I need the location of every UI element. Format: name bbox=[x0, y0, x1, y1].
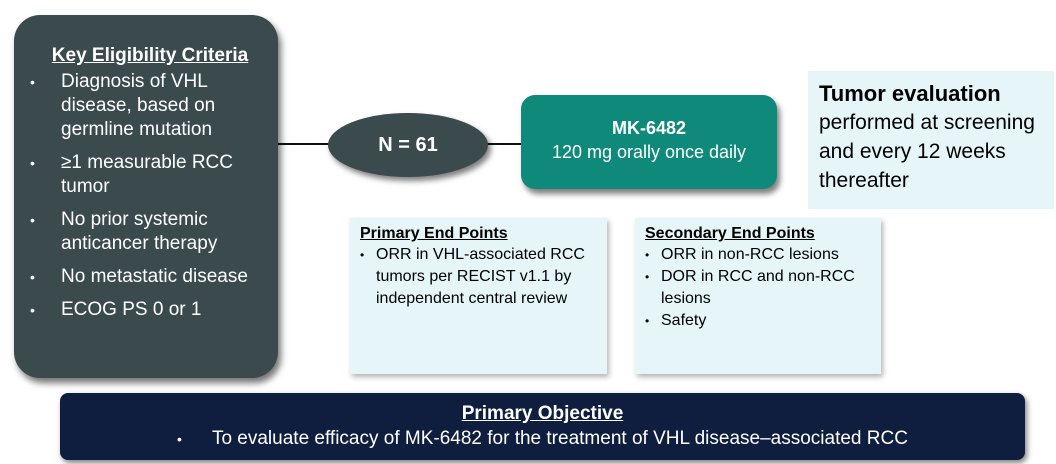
tumor-evaluation-text: performed at screening and every 12 week… bbox=[819, 111, 1035, 192]
end-point-item: •ORR in VHL-associated RCC tumors per RE… bbox=[360, 246, 585, 307]
bullet-icon: • bbox=[645, 248, 650, 262]
enrollment-label: N = 61 bbox=[378, 133, 438, 156]
eligibility-item: •No prior systemic anticancer therapy bbox=[30, 209, 218, 254]
bullet-icon: • bbox=[645, 270, 650, 284]
bullet-icon: • bbox=[30, 302, 35, 318]
primary-objective-text: To evaluate efficacy of MK-6482 for the … bbox=[211, 428, 908, 449]
eligibility-title: Key Eligibility Criteria bbox=[51, 45, 249, 66]
drug-name: MK-6482 bbox=[611, 118, 687, 138]
primary-end-points-title: Primary End Points bbox=[360, 225, 508, 242]
bullet-icon: • bbox=[30, 212, 35, 228]
eligibility-list: •Diagnosis of VHL disease, based on germ… bbox=[30, 70, 266, 322]
bullet-icon: • bbox=[30, 74, 35, 90]
secondary-end-points-title: Secondary End Points bbox=[645, 225, 815, 242]
end-point-item: •DOR in RCC and non-RCC lesions bbox=[645, 268, 855, 307]
bullet-icon: • bbox=[645, 314, 650, 328]
secondary-end-points-box: Secondary End Points •ORR in non-RCC les… bbox=[635, 218, 881, 374]
end-point-item: •ORR in non-RCC lesions bbox=[645, 244, 873, 266]
bullet-icon: • bbox=[177, 431, 182, 447]
eligibility-item: •Diagnosis of VHL disease, based on germ… bbox=[30, 71, 216, 140]
bullet-icon: • bbox=[30, 269, 35, 285]
eligibility-item: •ECOG PS 0 or 1 bbox=[30, 299, 202, 320]
secondary-end-points-list: •ORR in non-RCC lesions •DOR in RCC and … bbox=[645, 244, 873, 332]
primary-objective-banner: Primary Objective • To evaluate efficacy … bbox=[60, 393, 1025, 460]
bullet-icon: • bbox=[360, 248, 365, 262]
eligibility-item: •No metastatic disease bbox=[30, 266, 248, 287]
primary-objective-title: Primary Objective bbox=[461, 403, 624, 424]
tumor-evaluation-box: Tumor evaluation performed at screening … bbox=[808, 71, 1054, 209]
treatment-box: MK-6482 120 mg orally once daily bbox=[521, 95, 777, 189]
enrollment-ellipse: N = 61 bbox=[328, 113, 488, 177]
eligibility-criteria-box: Key Eligibility Criteria •Diagnosis of V… bbox=[14, 15, 278, 378]
end-point-item: •Safety bbox=[645, 310, 873, 332]
primary-objective-text-row: • To evaluate efficacy of MK-6482 for the… bbox=[60, 426, 1025, 452]
bullet-icon: • bbox=[30, 155, 35, 171]
primary-end-points-list: •ORR in VHL-associated RCC tumors per RE… bbox=[360, 244, 599, 310]
drug-dose: 120 mg orally once daily bbox=[551, 142, 747, 162]
primary-end-points-box: Primary End Points •ORR in VHL-associate… bbox=[350, 218, 607, 374]
tumor-evaluation-title: Tumor evaluation bbox=[819, 81, 1001, 106]
eligibility-item: •≥1 measurable RCC tumor bbox=[30, 152, 233, 197]
